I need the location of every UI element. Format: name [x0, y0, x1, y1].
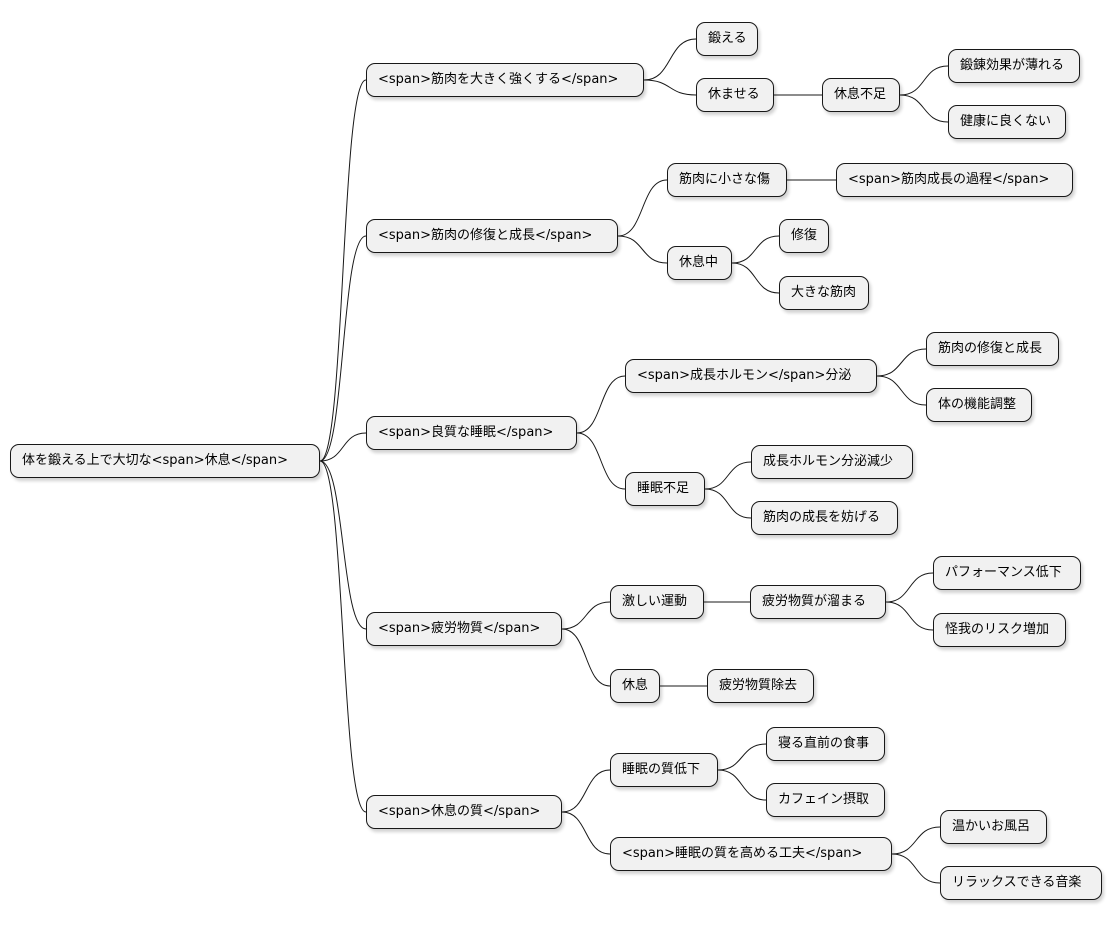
node-b2-c1-c1: 筋肉の成長を妨げる	[751, 501, 898, 535]
connector-0-1	[643, 79, 697, 96]
node-b2-c1: 睡眠不足	[625, 472, 705, 506]
node-b3-c1: 休息	[610, 669, 660, 703]
connector-0	[319, 79, 367, 462]
connector-0-1-0-0	[899, 65, 949, 96]
node-b0-c1-c0: 休息不足	[822, 78, 900, 112]
connector-4-0	[561, 769, 611, 813]
connector-3-0-0-1	[885, 601, 934, 631]
node-b2-c1-c0: 成長ホルモン分泌減少	[751, 445, 913, 479]
connector-1	[319, 235, 367, 462]
connector-4-1-0	[891, 826, 941, 855]
connector-0-0	[643, 38, 697, 81]
connector-2-1-1	[704, 488, 752, 519]
node-b0-c1-c0-c0: 鍛錬効果が薄れる	[948, 49, 1080, 83]
node-b1-c1-c1: 大きな筋肉	[779, 276, 869, 310]
node-b0-c0: 鍛える	[696, 22, 758, 56]
connector-2-0-1	[876, 375, 927, 406]
node-b1-c0: 筋肉に小さな傷	[667, 163, 787, 197]
node-b2-c0: <span>成長ホルモン</span>分泌	[625, 359, 877, 393]
connector-3-0	[561, 601, 611, 630]
node-b3: <span>疲労物質</span>	[366, 612, 562, 646]
node-b4-c1: <span>睡眠の質を高める工夫</span>	[610, 837, 892, 871]
node-b0-c1-c0-c1: 健康に良くない	[948, 105, 1066, 139]
node-b4-c0-c0: 寝る直前の食事	[766, 727, 885, 761]
node-b4-c1-c1: リラックスできる音楽	[940, 866, 1102, 900]
connector-2-0-0	[876, 348, 927, 377]
connector-3	[319, 460, 367, 630]
connector-2-0	[576, 375, 626, 434]
node-b1-c0-c0: <span>筋肉成長の過程</span>	[836, 163, 1073, 197]
node-b3-c0-c0-c1: 怪我のリスク増加	[933, 613, 1066, 647]
node-b2-c0-c1: 体の機能調整	[926, 388, 1032, 422]
node-b1-c1-c0: 修復	[779, 219, 829, 253]
connector-4-0-1	[717, 769, 767, 801]
connector-4-1-1	[891, 853, 941, 884]
node-b2: <span>良質な睡眠</span>	[366, 416, 577, 450]
connector-1-1-1	[731, 262, 780, 294]
connector-4	[319, 460, 367, 813]
node-b1: <span>筋肉の修復と成長</span>	[366, 219, 618, 253]
connector-4-0-0	[717, 743, 767, 771]
node-b4-c0-c1: カフェイン摂取	[766, 783, 885, 817]
node-b2-c0-c0: 筋肉の修復と成長	[926, 332, 1059, 366]
connector-1-1-0	[731, 235, 780, 264]
connector-1-0	[617, 179, 668, 237]
node-b4-c1-c0: 温かいお風呂	[940, 810, 1047, 844]
node-b0-c1: 休ませる	[696, 78, 774, 112]
connector-0-1-0-1	[899, 94, 949, 123]
node-b3-c0-c0: 疲労物質が溜まる	[750, 585, 886, 619]
connector-3-1	[561, 628, 611, 687]
connector-1-1	[617, 235, 668, 264]
node-b3-c0-c0-c0: パフォーマンス低下	[933, 556, 1081, 590]
connector-2	[319, 432, 367, 462]
node-b1-c1: 休息中	[667, 246, 732, 280]
connector-2-1-0	[704, 461, 752, 490]
node-b0: <span>筋肉を大きく強くする</span>	[366, 63, 644, 97]
node-b4-c0: 睡眠の質低下	[610, 753, 718, 787]
connector-4-1	[561, 811, 611, 855]
node-root: 体を鍛える上で大切な<span>休息</span>	[10, 444, 320, 478]
connector-2-1	[576, 432, 626, 490]
node-b3-c1-c0: 疲労物質除去	[707, 669, 814, 703]
node-b3-c0: 激しい運動	[610, 585, 704, 619]
node-b4: <span>休息の質</span>	[366, 795, 562, 829]
connector-3-0-0-0	[885, 572, 934, 603]
